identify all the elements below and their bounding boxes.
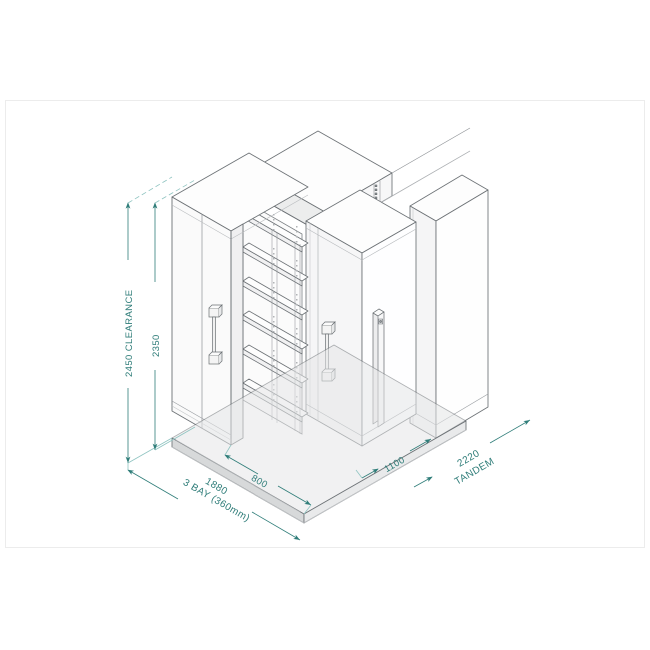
dimension-clearance-2450 bbox=[125, 176, 173, 464]
shelving-unit-right bbox=[409, 174, 489, 439]
mobile-base-platform bbox=[171, 344, 467, 524]
dimension-label-2350: 2350 bbox=[151, 334, 162, 357]
dimension-aisle-1100 bbox=[355, 438, 432, 479]
dimension-tandem-2220 bbox=[413, 419, 531, 488]
dimension-height-2350 bbox=[152, 179, 196, 451]
floor-reference-lines bbox=[171, 429, 467, 524]
dimension-label-clearance: 2450 CLEARANCE bbox=[124, 290, 135, 377]
dimension-depth-800 bbox=[224, 444, 312, 515]
shelving-unit-left bbox=[171, 152, 309, 446]
dimension-width-1880 bbox=[127, 463, 301, 541]
